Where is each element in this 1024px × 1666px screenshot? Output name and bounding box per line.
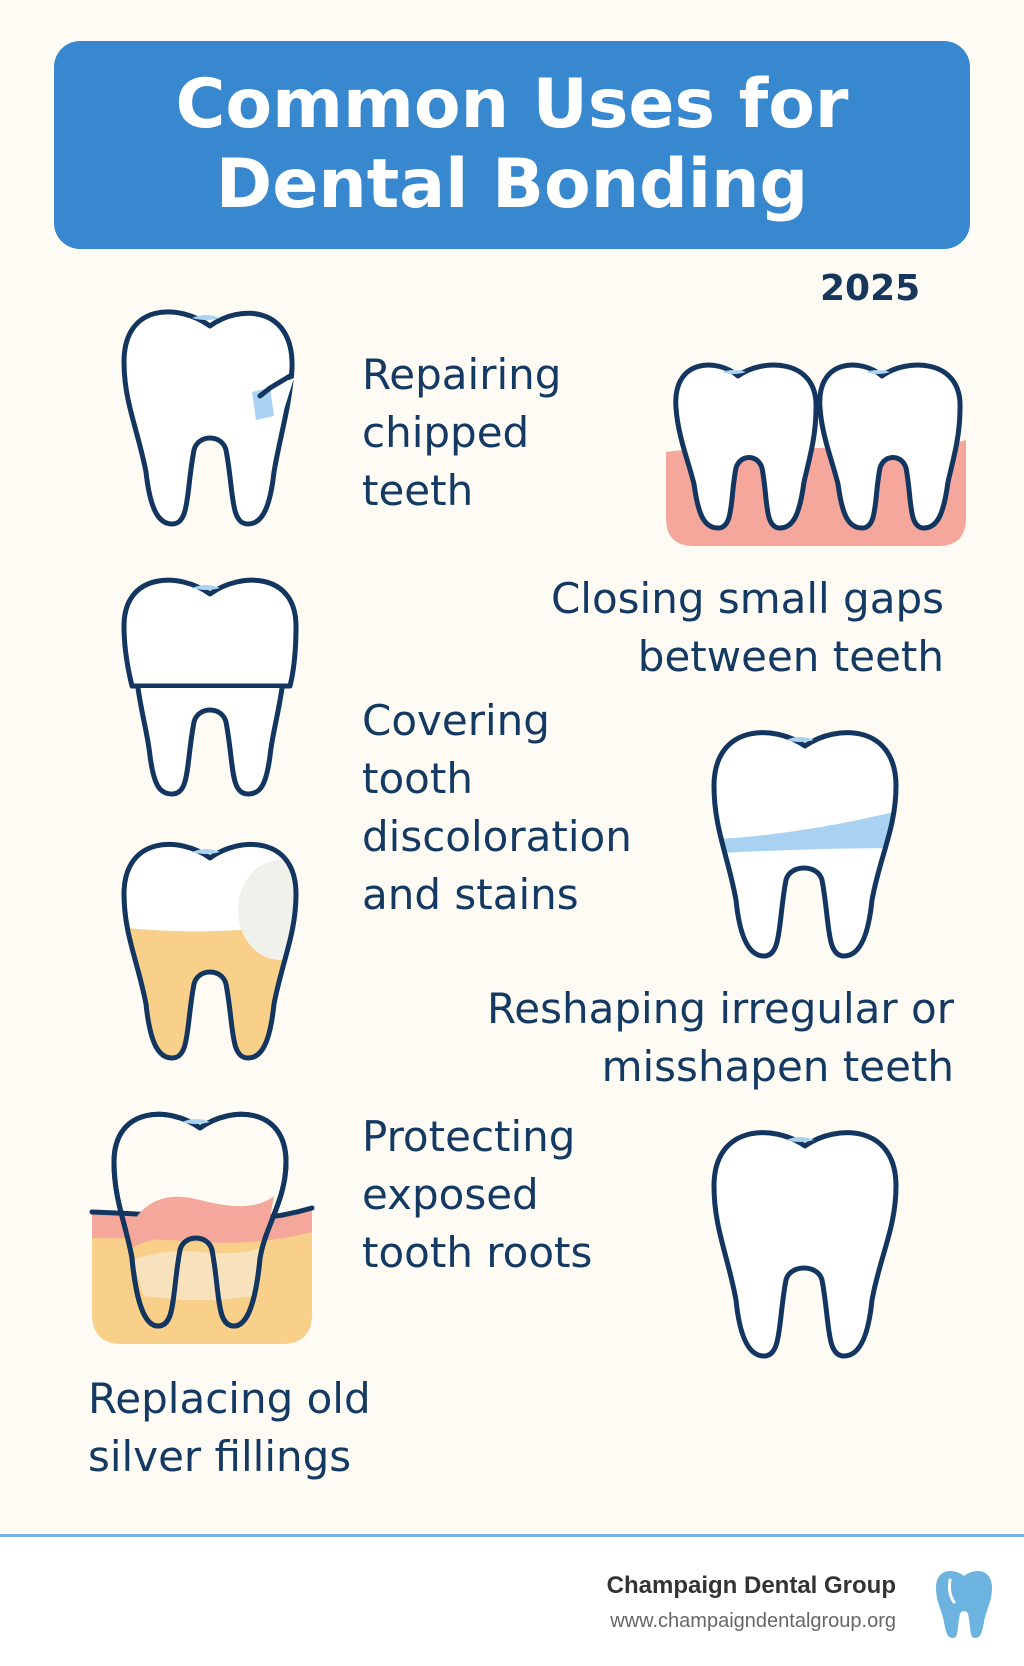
chipped-tooth-icon: [121, 309, 295, 527]
exposed-root-tooth-icon: [89, 1111, 315, 1344]
footer: [0, 1537, 1024, 1666]
reshaped-tooth-icon: [711, 730, 899, 959]
use-label-fillings: Replacing old silver fillings: [88, 1374, 371, 1481]
page-title: Common Uses for Dental Bonding: [175, 65, 849, 224]
plain-tooth-icon: [711, 1130, 899, 1359]
crowned-tooth-icon: [121, 577, 299, 797]
use-label-reshaping: Reshaping irregular or misshapen teeth: [487, 984, 954, 1091]
year-label: 2025: [820, 268, 921, 309]
footer-divider: [0, 1534, 1024, 1537]
use-label-roots: Protecting exposed tooth roots: [362, 1112, 593, 1277]
use-label-gaps: Closing small gaps between teeth: [550, 574, 944, 681]
tooth-logo-icon: [936, 1571, 992, 1638]
title-banner: Common Uses for Dental Bonding: [54, 41, 970, 249]
gapped-teeth-icon: [666, 362, 966, 546]
use-label-chipped: Repairing chipped teeth: [362, 350, 562, 515]
stained-tooth-icon: [121, 841, 299, 1061]
use-label-discoloration: Covering tooth discoloration and stains: [362, 696, 632, 919]
brand-name: Champaign Dental Group: [606, 1572, 896, 1599]
brand-url[interactable]: www.champaigndentalgroup.org: [610, 1610, 896, 1632]
